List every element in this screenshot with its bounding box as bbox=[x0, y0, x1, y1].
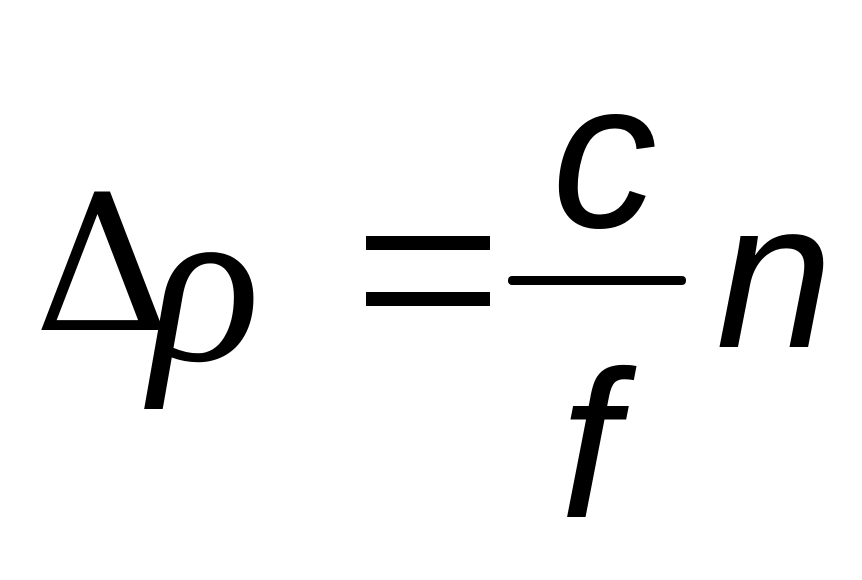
rho-symbol: ρ bbox=[150, 155, 261, 410]
fraction-bar bbox=[508, 276, 686, 285]
multiplier-variable: n bbox=[716, 157, 833, 392]
equals-bar-bottom bbox=[366, 292, 490, 306]
equals-sign bbox=[366, 236, 490, 306]
equals-bar-top bbox=[366, 236, 490, 250]
delta-symbol: Δ bbox=[34, 154, 172, 375]
fraction-numerator: c bbox=[552, 37, 657, 272]
fraction-denominator: f bbox=[560, 327, 619, 562]
